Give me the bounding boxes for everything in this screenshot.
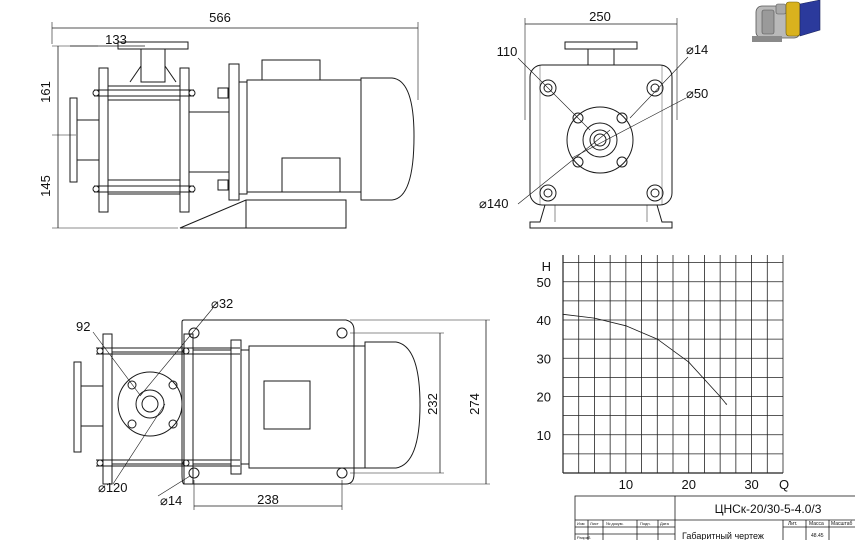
performance-chart: 10 20 30 40 50 10 20 30 H Q [537, 255, 789, 492]
front-view [517, 18, 689, 229]
dim-hole-dia-text: ⌀14 [686, 42, 708, 57]
y-tick-label: 20 [537, 390, 551, 405]
title-mass-value: 48.45 [811, 533, 824, 539]
data-point [656, 338, 658, 340]
dim-width-text: 250 [589, 9, 611, 24]
title-designation: ЦНСк-20/30-5-4.0/3 [715, 502, 822, 516]
x-tick-label: 10 [619, 477, 633, 492]
title-col-scale: Масштаб [831, 521, 853, 527]
title-col-list: Лист [590, 521, 599, 526]
title-col-razrab: Разраб. [577, 535, 591, 540]
title-col-date: Дата [660, 521, 670, 526]
data-point [593, 317, 596, 319]
dim-foot-hole-text: ⌀14 [160, 493, 182, 508]
data-point [725, 403, 728, 405]
title-doc-name: Габаритный чертеж [682, 531, 764, 540]
top-view [73, 307, 490, 510]
data-point [625, 325, 627, 327]
title-col-mass: Масса [809, 521, 824, 527]
dim-bolt-offset-text: 110 [497, 44, 518, 59]
x-tick-label: 20 [681, 477, 695, 492]
data-point [562, 313, 564, 315]
y-tick-label: 30 [537, 351, 551, 366]
y-tick-label: 50 [537, 275, 551, 290]
dim-inlet-hole-text: ⌀32 [211, 296, 233, 311]
x-tick-label: 30 [744, 477, 758, 492]
dim-bolt-circle-120-text: ⌀120 [98, 480, 128, 495]
title-col-sign: Подп. [640, 521, 651, 526]
dim-lower-height-text: 145 [38, 175, 53, 197]
dim-length-text: 566 [209, 10, 231, 25]
title-block [574, 495, 855, 540]
pump-3d-render-icon [752, 0, 821, 42]
dim-inner-dia-text: ⌀50 [686, 86, 708, 101]
title-col-doc: № докум. [606, 521, 624, 526]
x-axis-label: Q [779, 477, 789, 492]
series-line-h-q [562, 313, 727, 405]
dim-outer-width-text: 274 [467, 393, 482, 415]
dim-bolt-circle-text: ⌀140 [479, 196, 509, 211]
dim-inner-width-text: 232 [425, 393, 440, 415]
data-point [719, 395, 721, 398]
data-point [688, 361, 690, 363]
dim-upper-height-text: 161 [38, 81, 53, 103]
corner-bolts [539, 79, 664, 202]
y-axis-label: H [542, 259, 551, 274]
side-view [51, 22, 419, 229]
dim-flange-offset-text: 133 [105, 32, 127, 47]
y-tick-label: 40 [537, 313, 551, 328]
y-tick-label: 10 [537, 428, 551, 443]
dim-foot-spacing-text: 238 [257, 492, 279, 507]
dim-92-text: 92 [76, 319, 90, 334]
title-col-izm: Изм [577, 521, 585, 526]
title-col-lit: Лит. [788, 521, 797, 527]
